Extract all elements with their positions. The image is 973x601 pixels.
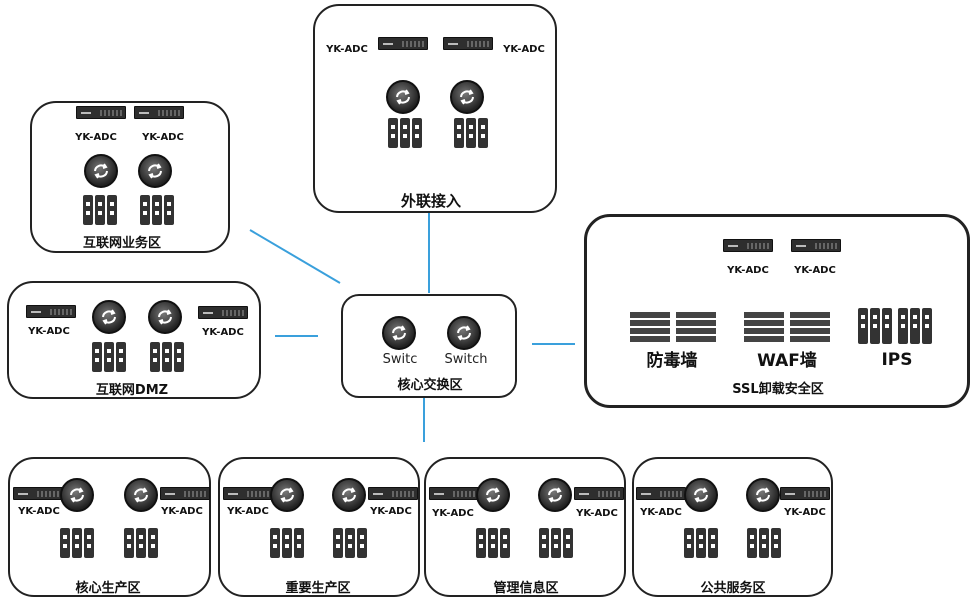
server-rack-icon (140, 195, 174, 225)
switch-icon (684, 478, 718, 512)
server-rack-icon (476, 528, 510, 558)
zone-title-ssl: SSL卸载安全区 (732, 382, 824, 397)
switch-icon (138, 154, 172, 188)
zone-core-switch (341, 294, 517, 398)
adc-server-icon (368, 487, 418, 500)
switch-icon (450, 80, 484, 114)
adc-label: YK-ADC (503, 44, 545, 55)
adc-label: YK-ADC (75, 132, 117, 143)
switch-icon (386, 80, 420, 114)
adc-server-icon (76, 106, 126, 119)
adc-label: YK-ADC (640, 507, 682, 518)
switch-icon (148, 300, 182, 334)
zone-internet-business (30, 101, 230, 253)
adc-server-icon (378, 37, 428, 50)
core-switch-icon (382, 316, 416, 350)
server-rack-icon (454, 118, 488, 148)
server-rack-icon (83, 195, 117, 225)
firewall-icon (630, 310, 670, 344)
adc-label: YK-ADC (432, 508, 474, 519)
adc-server-icon (223, 487, 273, 500)
adc-label: YK-ADC (794, 265, 836, 276)
adc-label: YK-ADC (227, 506, 269, 517)
switch-icon (538, 478, 572, 512)
switch-icon (92, 300, 126, 334)
adc-server-icon (791, 239, 841, 252)
adc-server-icon (429, 487, 479, 500)
zone-external-access (313, 4, 557, 213)
zone-internet-dmz (7, 281, 261, 399)
adc-label: YK-ADC (28, 326, 70, 337)
switch-icon (332, 478, 366, 512)
zone-title-dmz: 互联网DMZ (95, 383, 169, 398)
switch-icon (270, 478, 304, 512)
adc-server-icon (26, 305, 76, 318)
zone-title-external: 外联接入 (400, 192, 462, 210)
switch-label: Switc (382, 352, 418, 367)
adc-label: YK-ADC (202, 327, 244, 338)
zone-important-production (218, 457, 420, 597)
switch-icon (746, 478, 780, 512)
server-rack-icon (684, 528, 718, 558)
adc-label: YK-ADC (576, 508, 618, 519)
adc-label: YK-ADC (784, 507, 826, 518)
adc-label: YK-ADC (727, 265, 769, 276)
switch-label: Switch (444, 352, 488, 367)
server-rack-icon (388, 118, 422, 148)
adc-server-icon (780, 487, 830, 500)
adc-server-icon (636, 487, 686, 500)
adc-label: YK-ADC (161, 506, 203, 517)
adc-label: YK-ADC (370, 506, 412, 517)
server-rack-icon (747, 528, 781, 558)
adc-server-icon (723, 239, 773, 252)
ips-rack-icon (858, 308, 892, 344)
adc-label: YK-ADC (18, 506, 60, 517)
adc-label: YK-ADC (142, 132, 184, 143)
ips-label: IPS (881, 350, 913, 370)
firewall-icon (676, 310, 716, 344)
zone-title-public-service: 公共服务区 (700, 581, 766, 596)
adc-server-icon (574, 487, 624, 500)
switch-icon (84, 154, 118, 188)
switch-icon (60, 478, 94, 512)
ips-rack-icon (898, 308, 932, 344)
zone-public-service (632, 457, 833, 597)
waf-wall-label: WAF墙 (757, 351, 817, 371)
firewall-icon (790, 310, 830, 344)
adc-server-icon (443, 37, 493, 50)
antivirus-wall-label: 防毒墙 (646, 351, 698, 371)
zone-title-core-production: 核心生产区 (75, 581, 141, 596)
server-rack-icon (124, 528, 158, 558)
adc-label: YK-ADC (326, 44, 368, 55)
adc-server-icon (198, 306, 248, 319)
firewall-icon (744, 310, 784, 344)
zone-title-core: 核心交换区 (397, 378, 463, 393)
server-rack-icon (539, 528, 573, 558)
zone-title-business: 互联网业务区 (82, 236, 162, 251)
switch-icon (124, 478, 158, 512)
zone-core-production (8, 457, 211, 597)
core-switch-icon (447, 316, 481, 350)
switch-icon (476, 478, 510, 512)
adc-server-icon (134, 106, 184, 119)
adc-server-icon (160, 487, 210, 500)
server-rack-icon (60, 528, 94, 558)
server-rack-icon (270, 528, 304, 558)
server-rack-icon (333, 528, 367, 558)
server-rack-icon (92, 342, 126, 372)
link-business-core (249, 229, 341, 284)
zone-title-important-production: 重要生产区 (285, 581, 351, 596)
zone-management-info (424, 457, 626, 597)
zone-title-management-info: 管理信息区 (493, 581, 559, 596)
adc-server-icon (13, 487, 63, 500)
server-rack-icon (150, 342, 184, 372)
